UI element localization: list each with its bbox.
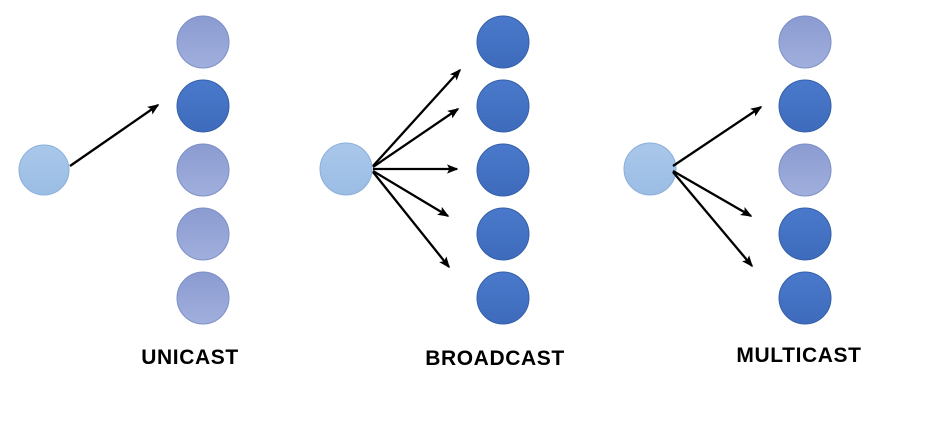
broadcast-receiver-node-5 bbox=[476, 271, 530, 325]
multicast-receiver-node-5 bbox=[778, 271, 832, 325]
multicast-receiver-node-1 bbox=[778, 15, 832, 69]
multicast-source-node bbox=[623, 142, 677, 196]
unicast-source-node bbox=[18, 144, 70, 196]
unicast-receiver-node-3 bbox=[176, 143, 230, 197]
broadcast-receiver-node-2 bbox=[476, 79, 530, 133]
unicast-receiver-node-2 bbox=[176, 79, 230, 133]
broadcast-arrow-2 bbox=[372, 108, 460, 168]
broadcast-receiver-node-1 bbox=[476, 15, 530, 69]
multicast-receiver-node-4 bbox=[778, 207, 832, 261]
unicast-receiver-node-1 bbox=[176, 15, 230, 69]
broadcast-arrow-4 bbox=[372, 170, 450, 217]
broadcast-arrow-5 bbox=[372, 171, 450, 269]
broadcast-receiver-node-3 bbox=[476, 143, 530, 197]
multicast-arrow-3 bbox=[672, 171, 753, 268]
multicast-label: MULTICAST bbox=[736, 344, 862, 367]
multicast-arrow-1 bbox=[672, 106, 763, 167]
unicast-receiver-node-5 bbox=[176, 271, 230, 325]
broadcast-arrow-1 bbox=[372, 68, 462, 167]
broadcast-label: BROADCAST bbox=[425, 347, 565, 370]
multicast-receiver-node-3 bbox=[778, 143, 832, 197]
broadcast-receiver-node-4 bbox=[476, 207, 530, 261]
multicast-arrow-2 bbox=[672, 170, 753, 217]
unicast-receiver-node-4 bbox=[176, 207, 230, 261]
unicast-arrow-1 bbox=[69, 104, 160, 167]
multicast-receiver-node-2 bbox=[778, 79, 832, 133]
broadcast-source-node bbox=[319, 142, 373, 196]
unicast-label: UNICAST bbox=[141, 346, 239, 369]
